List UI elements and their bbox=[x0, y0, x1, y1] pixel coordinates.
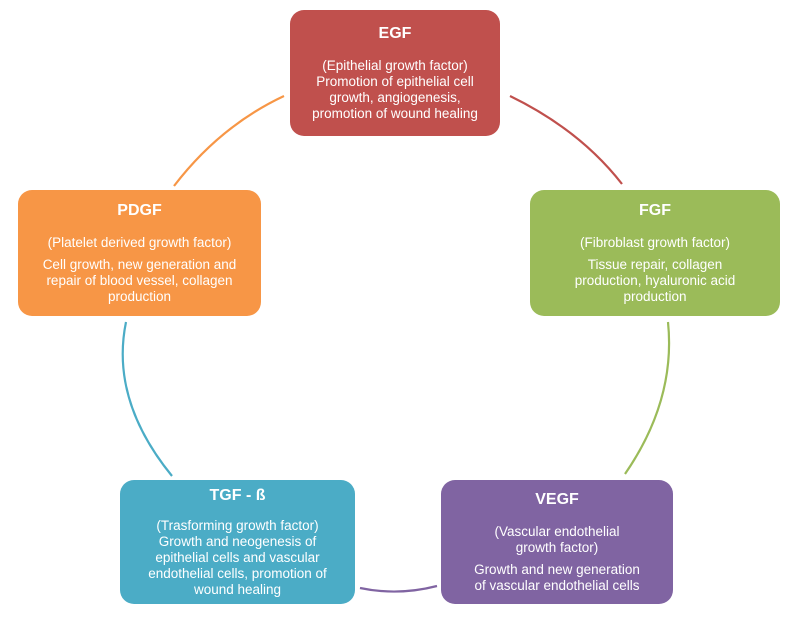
connector-vegf-tgf bbox=[359, 584, 438, 593]
connector-fgf-vegf bbox=[624, 321, 671, 475]
node-description-line: Cell growth, new generation and bbox=[42, 257, 237, 272]
node-description-line: Tissue repair, collagen bbox=[587, 257, 723, 272]
node-vegf: VEGF (Vascular endothelial growth factor… bbox=[441, 480, 673, 604]
node-full-name-line: growth factor) bbox=[515, 540, 599, 555]
node-full-name: (Trasforming growth factor) bbox=[156, 518, 319, 533]
node-description-line: epithelial cells and vascular bbox=[155, 550, 320, 565]
node-tgf: TGF - ß (Trasforming growth factor) Grow… bbox=[120, 480, 355, 604]
node-full-name-line: (Vascular endothelial bbox=[494, 524, 620, 539]
node-pdgf: PDGF (Platelet derived growth factor) Ce… bbox=[18, 190, 261, 316]
node-description-line: wound healing bbox=[193, 582, 282, 597]
node-full-name: (Platelet derived growth factor) bbox=[47, 235, 232, 250]
node-description-line: promotion of wound healing bbox=[312, 106, 478, 121]
node-description-line: of vascular endothelial cells bbox=[474, 578, 640, 593]
connector-tgf-pdgf bbox=[121, 321, 173, 477]
node-title: FGF bbox=[639, 202, 671, 219]
connector-pdgf-egf bbox=[173, 95, 285, 187]
node-title: TGF - ß bbox=[209, 487, 266, 504]
node-description-line: Growth and new generation bbox=[474, 562, 640, 577]
node-egf: EGF (Epithelial growth factor) Promotion… bbox=[290, 10, 500, 136]
node-description-line: Growth and neogenesis of bbox=[158, 534, 317, 549]
connector-egf-fgf bbox=[509, 95, 623, 185]
node-title: EGF bbox=[378, 25, 412, 42]
node-description-line: growth, angiogenesis, bbox=[329, 90, 461, 105]
node-title: VEGF bbox=[535, 491, 579, 508]
node-full-name: (Fibroblast growth factor) bbox=[579, 235, 731, 250]
node-description-line: Promotion of epithelial cell bbox=[316, 74, 474, 89]
node-title: PDGF bbox=[117, 202, 162, 219]
node-full-name: (Epithelial growth factor) bbox=[322, 58, 468, 73]
node-description-line: production, hyaluronic acid bbox=[574, 273, 736, 288]
node-description-line: repair of blood vessel, collagen bbox=[46, 273, 233, 288]
node-fgf: FGF (Fibroblast growth factor) Tissue re… bbox=[530, 190, 780, 316]
node-description-line: production bbox=[107, 289, 172, 304]
node-description-line: production bbox=[623, 289, 687, 304]
node-description-line: endothelial cells, promotion of bbox=[148, 566, 327, 581]
